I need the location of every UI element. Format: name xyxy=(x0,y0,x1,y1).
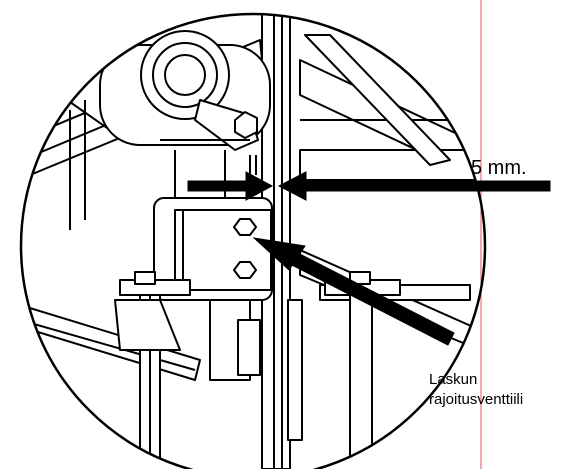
detail-circle xyxy=(19,12,487,474)
dimension-arrows xyxy=(187,171,551,201)
dimension-label: 5 mm. xyxy=(471,157,527,179)
lever-bolt xyxy=(234,111,258,139)
valve-label: Laskun rajoitusventtiili xyxy=(429,370,523,410)
valve-bolt-lower xyxy=(233,261,257,279)
right-arrow-head xyxy=(277,171,307,201)
left-arrow-head xyxy=(245,171,274,201)
valve-pointer-arrow xyxy=(252,237,455,346)
right-arrow-shaft xyxy=(301,180,551,192)
valve-bolt-upper xyxy=(233,218,257,236)
machine-parts xyxy=(21,14,481,471)
leg-right xyxy=(349,294,373,471)
valve-block-inner xyxy=(174,209,272,291)
left-arrow-shaft xyxy=(187,180,251,192)
valve-label-line1: Laskun xyxy=(429,371,478,388)
pointer-head xyxy=(252,237,306,271)
valve-label-line2: rajoitusventtiili xyxy=(429,391,524,408)
